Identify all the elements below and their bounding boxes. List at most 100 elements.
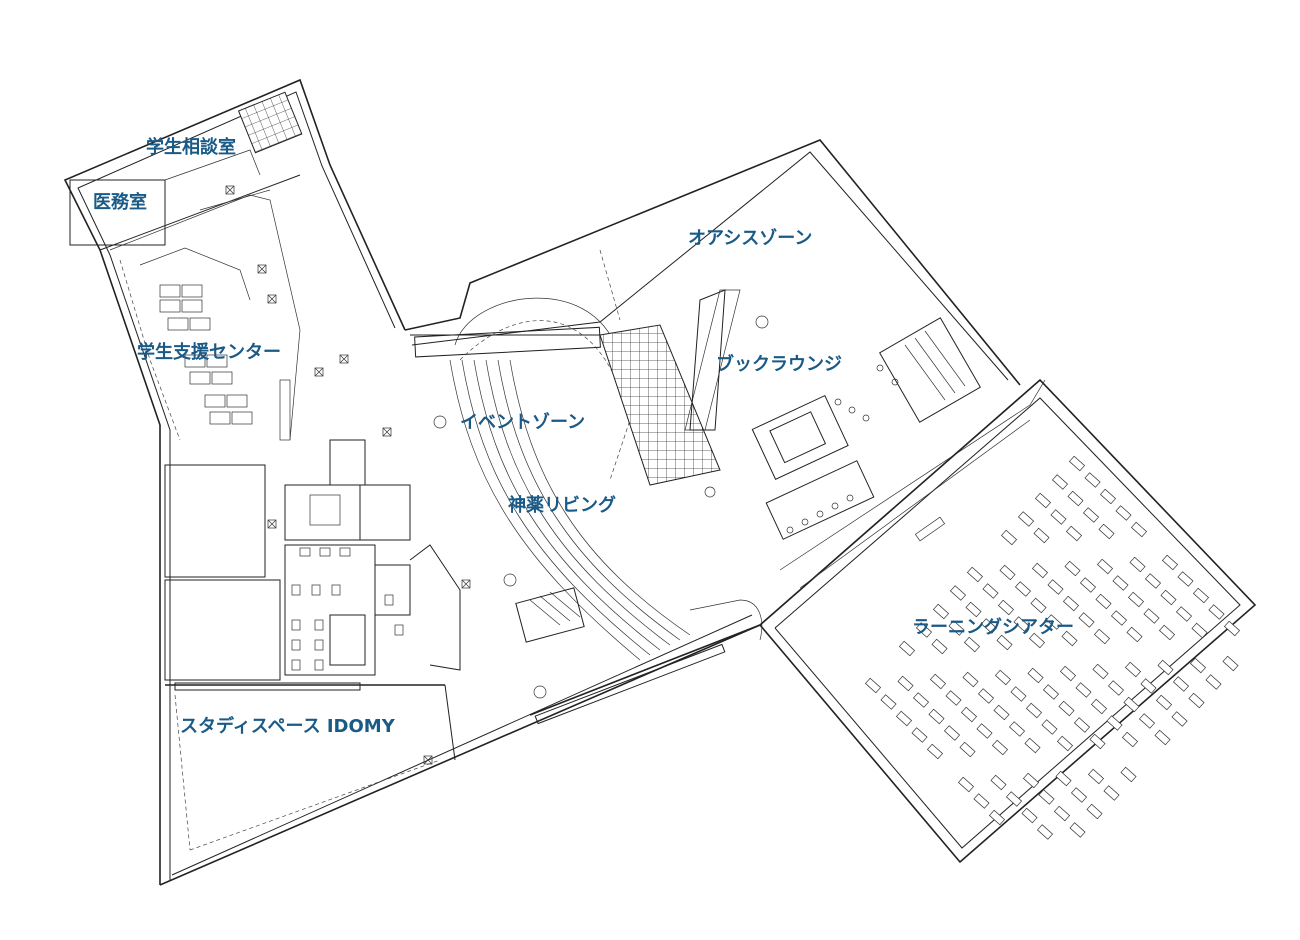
label-learning-theater: ラーニングシアター: [912, 616, 1074, 638]
theater-desk: [1065, 525, 1083, 542]
theater-desk: [1027, 667, 1044, 684]
theater-desk: [1047, 579, 1064, 595]
theater-desk: [1028, 632, 1046, 649]
book-lounge-core: [751, 317, 981, 540]
theater-desk: [1024, 737, 1041, 754]
theater-desk: [1093, 628, 1111, 645]
theater-desk: [963, 636, 981, 653]
theater-desk: [1160, 589, 1177, 606]
theater-desk: [1155, 694, 1173, 711]
theater-desk: [1082, 507, 1100, 523]
theater-desk: [1096, 558, 1114, 575]
theater-desk: [1073, 717, 1091, 733]
theater-desk: [1095, 593, 1112, 610]
theater-desk: [1177, 571, 1194, 587]
theater-desk: [1171, 711, 1188, 727]
theater-desk: [1110, 610, 1128, 626]
theater-desk: [911, 727, 928, 743]
central-walls: [404, 139, 1046, 725]
theater-desk: [1036, 824, 1054, 840]
theater-desk: [1123, 696, 1140, 713]
theater-desk: [949, 585, 967, 601]
theater-desk: [1068, 455, 1086, 472]
theater-desk: [1129, 556, 1146, 573]
theater-desk: [1090, 698, 1108, 715]
theater-desk: [943, 725, 961, 741]
theater-desk: [990, 774, 1007, 791]
theater-desk: [1069, 822, 1086, 838]
theater-desk: [988, 809, 1006, 826]
theater-desk: [994, 669, 1012, 686]
theater-desk: [960, 706, 978, 723]
theater-desk: [1008, 721, 1026, 737]
theater-desk: [959, 741, 976, 758]
theater-desk: [1092, 663, 1109, 680]
theater-desk: [980, 618, 998, 634]
theater-desk: [1031, 562, 1049, 579]
theater-desk: [1005, 791, 1023, 807]
theater-desk: [1087, 768, 1105, 785]
theater-desk: [1106, 715, 1123, 731]
theater-desk: [880, 694, 897, 710]
theater-desk: [993, 704, 1010, 721]
theater-desk: [1121, 731, 1139, 748]
support-center-desks: [139, 247, 291, 441]
theater-desk: [997, 599, 1015, 616]
theater-desk: [1017, 511, 1035, 527]
theater-desk: [1022, 772, 1040, 789]
theater-desk: [1205, 674, 1222, 690]
theater-desk: [1033, 527, 1050, 544]
label-book-lounge: ブックラウンジ: [716, 353, 842, 375]
theater-desk: [976, 723, 993, 739]
theater-desk: [1223, 620, 1241, 637]
theater-desk: [1058, 700, 1075, 717]
theater-seating: [864, 455, 1241, 840]
label-medical-office: 医務室: [93, 191, 147, 213]
theater-desk: [996, 634, 1013, 651]
theater-desk: [1103, 785, 1120, 801]
theater-desk: [1172, 676, 1190, 692]
theater-desk: [999, 564, 1016, 581]
theater-desk: [1099, 488, 1117, 505]
label-shinyaku-living: 神薬リビング: [508, 494, 616, 516]
theater-desk: [912, 692, 930, 708]
theater-desk: [1086, 803, 1103, 820]
theater-desk: [1098, 523, 1115, 540]
theater-desk: [1042, 684, 1060, 700]
theater-desk: [1144, 573, 1162, 589]
theater-desk: [1050, 509, 1067, 525]
theater-desk: [1062, 595, 1080, 612]
theater-desk: [945, 690, 962, 706]
theater-desk: [1157, 659, 1174, 676]
theater-desk: [1112, 575, 1129, 591]
label-study-space: スタディスペース IDOMY: [180, 715, 396, 737]
theater-desk: [1055, 770, 1072, 787]
left-wing-walls: [63, 78, 761, 886]
label-student-counseling: 学生相談室: [146, 136, 236, 158]
theater-desk: [926, 743, 944, 760]
theater-desk: [1208, 604, 1225, 620]
theater-desk: [991, 739, 1009, 756]
theater-desk: [1051, 474, 1069, 490]
theater-desk: [915, 622, 933, 638]
theater-desk: [1014, 581, 1032, 597]
theater-desk: [1126, 626, 1143, 643]
theater-desk: [1034, 492, 1052, 509]
theater-desk: [1041, 719, 1058, 735]
theater-desk: [1130, 521, 1148, 538]
theater-desk: [1075, 682, 1092, 698]
theater-desk: [1038, 789, 1055, 805]
theater-desk: [948, 620, 965, 636]
theater-desk: [1013, 616, 1030, 632]
label-event-zone: イベントゾーン: [460, 412, 585, 433]
theater-desk: [929, 673, 947, 690]
label-oasis-zone: オアシスゾーン: [688, 228, 812, 249]
theater-desk: [1000, 529, 1018, 546]
theater-desk: [895, 710, 913, 727]
theater-desk: [1053, 805, 1071, 822]
theater-desk: [928, 708, 945, 725]
theater-desk: [962, 671, 979, 688]
theater-desk: [1010, 686, 1027, 702]
theater-desk: [1188, 692, 1205, 709]
